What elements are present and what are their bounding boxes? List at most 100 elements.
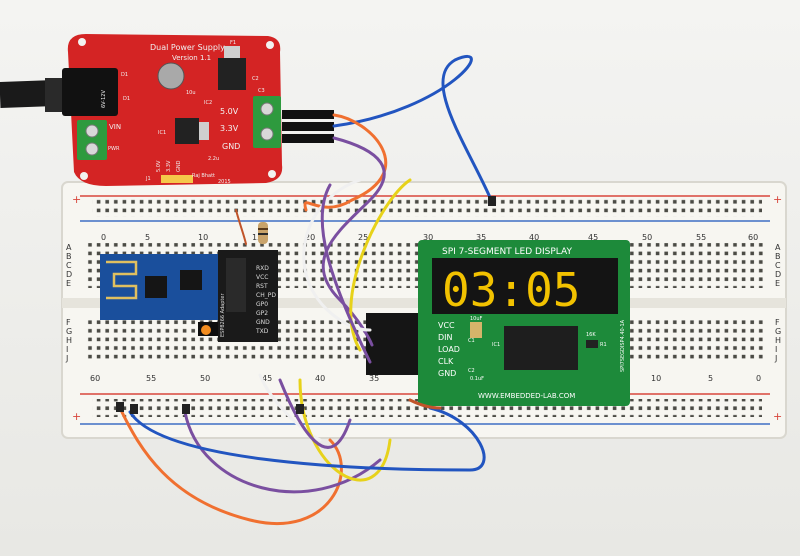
row-letter: E: [775, 279, 780, 288]
row-letter: I: [66, 345, 68, 354]
psu-credit: Raj Bhatt: [192, 173, 215, 179]
row-letter: F: [66, 318, 71, 327]
column-number: 10: [198, 233, 208, 242]
pcb-antenna: [106, 260, 138, 300]
column-number: 10: [651, 374, 661, 383]
psu-5v-label: 5.0V: [220, 107, 239, 116]
psu-year: 2015: [218, 179, 231, 185]
display-part-label: 16K: [586, 332, 596, 338]
purple-jumper-wire: [278, 378, 352, 449]
column-number: 45: [588, 233, 598, 242]
row-letter: H: [66, 336, 72, 345]
yellow-jumper-wire: [349, 178, 412, 352]
display-title: SPI 7-SEGMENT LED DISPLAY: [442, 247, 572, 257]
capacitor-c1: [470, 322, 482, 338]
jumper-wires: [118, 54, 494, 526]
adapter-pin-label: GP0: [256, 301, 268, 308]
psu-version: Version 1.1: [172, 54, 211, 62]
mounting-hole: [268, 170, 276, 178]
psu-part-label: PWR: [108, 146, 120, 152]
mounting-hole: [78, 38, 86, 46]
display-pin-label: LOAD: [438, 345, 460, 354]
esp8266-adapter-board: RXD VCC RST CH_PD GP0 GP2 GND TXD ESP826…: [218, 250, 278, 342]
column-number: 5: [708, 374, 713, 383]
column-number: 60: [748, 233, 758, 242]
psu-vin-label: VIN: [109, 123, 121, 131]
resistor-r1: [586, 340, 598, 348]
display-pin-label: CLK: [438, 357, 454, 366]
psu-range: 6V-12V: [101, 90, 107, 108]
column-number: 15: [252, 233, 262, 242]
white-jumper-wire: [258, 373, 322, 442]
esp8266-module: [100, 254, 220, 336]
rail-plus-label: +: [773, 193, 782, 206]
column-number: 40: [315, 374, 325, 383]
display-part-label: C1: [468, 338, 475, 344]
row-letter: H: [775, 336, 781, 345]
psu-part-label: C2: [252, 76, 259, 82]
adapter-title: ESP8266 Adapter: [220, 293, 226, 337]
adapter-pin-label: RST: [256, 283, 268, 290]
row-letter: A: [775, 243, 781, 252]
psu-part-label: D1: [121, 72, 128, 78]
display-website: WWW.EMBEDDED-LAB.COM: [478, 392, 575, 400]
display-part-label: 0.1uF: [470, 376, 484, 382]
column-number: 35: [476, 233, 486, 242]
column-number: 35: [369, 374, 379, 383]
blue-jumper-wire: [332, 54, 494, 204]
rail-plus-label: +: [72, 193, 81, 206]
column-number: 45: [262, 374, 272, 383]
column-number: 0: [101, 233, 106, 242]
purple-jumper-wire: [320, 183, 372, 364]
adapter-pin-label: RXD: [256, 265, 269, 272]
psu-side-label: GND: [176, 160, 182, 172]
row-letter: G: [66, 327, 72, 336]
row-letter: C: [66, 261, 72, 270]
display-side-code: SPI7SEGDISP4.40-1A: [620, 319, 626, 372]
column-number: 25: [358, 233, 368, 242]
display-pin-label: GND: [438, 369, 456, 378]
orange-jumper-wire: [408, 398, 442, 410]
column-number: 55: [696, 233, 706, 242]
max7219-chip: [504, 326, 578, 370]
column-number: 20: [305, 233, 315, 242]
electrolytic-capacitor: [157, 62, 185, 90]
row-letter: G: [775, 327, 781, 336]
psu-part-label: C3: [258, 88, 265, 94]
barrel-jack: [62, 68, 118, 116]
display-part-label: IC1: [492, 342, 500, 348]
input-terminal-block: [77, 120, 107, 160]
column-number: 40: [529, 233, 539, 242]
rail-plus-label: +: [773, 410, 782, 423]
row-letter: J: [774, 354, 777, 363]
orange-jumper-wire: [235, 209, 247, 245]
adapter-potentiometer: [201, 325, 211, 335]
header-pins: [161, 175, 193, 183]
psu-gnd-label: GND: [222, 142, 240, 151]
orange-jumper-wire: [303, 113, 388, 212]
display-part-label: 10uF: [470, 316, 483, 322]
purple-jumper-wire: [321, 136, 386, 347]
psu-part-label: J1: [145, 176, 151, 182]
adapter-pin-label: GND: [256, 319, 270, 326]
row-letter: C: [775, 261, 781, 270]
row-letter: A: [66, 243, 72, 252]
esp-chip: [145, 276, 167, 298]
psu-part-label: IC1: [158, 130, 166, 136]
psu-side-label: 3.3V: [166, 160, 172, 172]
psu-part-label: D1: [123, 96, 130, 102]
mounting-hole: [266, 41, 274, 49]
column-number: 50: [642, 233, 652, 242]
psu-part-label: 2.2u: [208, 156, 219, 162]
column-number: 5: [145, 233, 150, 242]
psu-part-label: 10u: [186, 90, 196, 96]
spi-led-display-board: SPI 7-SEGMENT LED DISPLAY 03:05 VCC DIN …: [366, 240, 630, 406]
adapter-pin-label: GP2: [256, 310, 268, 317]
row-letter: I: [775, 345, 777, 354]
output-terminal-block: [253, 96, 281, 148]
column-number: 0: [756, 374, 761, 383]
rail-plus-label: +: [72, 410, 81, 423]
psu-part-label: F1: [230, 40, 236, 46]
voltage-regulator: [218, 58, 246, 90]
